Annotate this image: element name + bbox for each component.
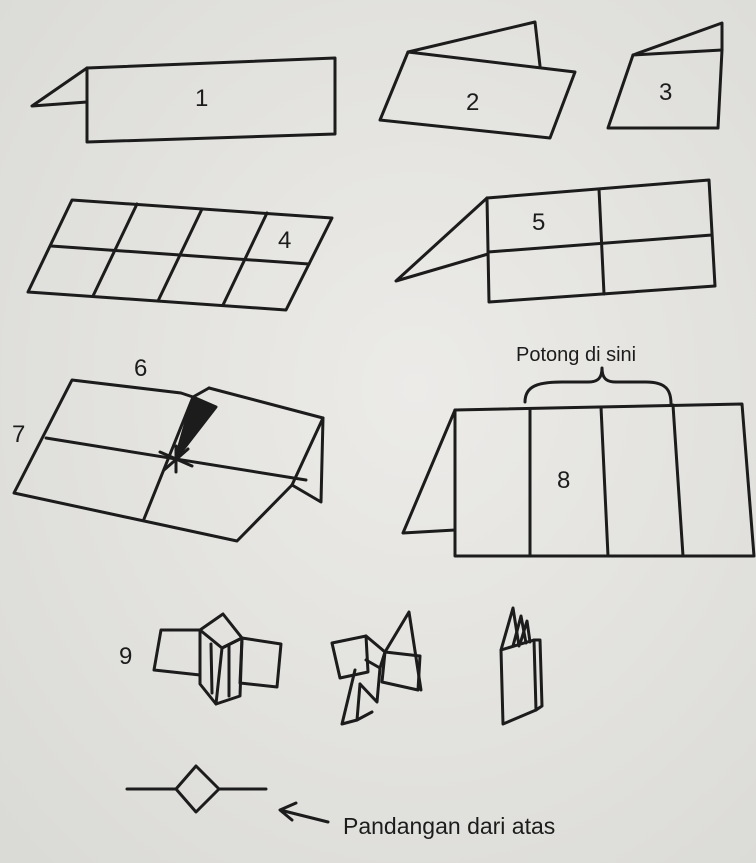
step-2-label: 2: [466, 89, 479, 116]
step-8-label: 8: [557, 467, 570, 494]
step-9-label: 9: [119, 643, 132, 670]
step-6-label: 6: [134, 355, 147, 382]
step-5-label: 5: [532, 209, 545, 236]
step-1-label: 1: [195, 85, 208, 112]
cut-here-caption: Potong di sini: [516, 344, 636, 366]
top-view-caption: Pandangan dari atas: [343, 813, 555, 839]
step-4-label: 4: [278, 227, 291, 254]
step-3-label: 3: [659, 79, 672, 106]
step-7-label: 7: [12, 421, 25, 448]
